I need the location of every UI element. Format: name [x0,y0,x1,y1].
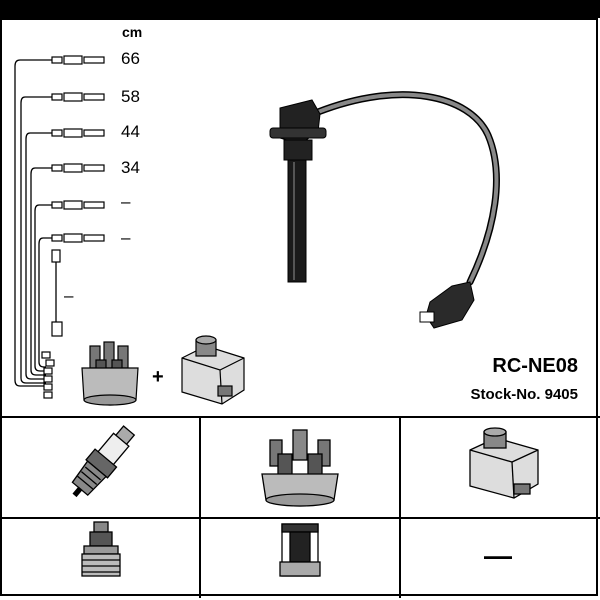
lead-length-2: 58 [121,87,140,106]
frame [0,18,598,596]
lead-terminals [41,55,105,399]
lead-length-1: 66 [121,49,140,68]
spark-plug-icon [71,425,136,498]
lead-length-4: 34 [121,158,140,177]
unit-label: cm [122,24,143,40]
lead-length-5: – [121,192,131,211]
lead-bundle-icon [14,59,57,387]
model-number: RC-NE08 [492,355,578,377]
ignition-coil-icon [469,427,539,499]
ignition-lead-icon [269,91,500,329]
plus-sign: + [152,366,164,388]
small-distributor-cap-icon [81,341,139,406]
lead-length-3: 44 [121,122,140,141]
plug-connector-icon [81,521,121,577]
small-ignition-coil-icon [181,335,245,405]
coil-connector-icon [279,523,321,577]
stock-number: Stock-No. 9405 [470,386,578,403]
distributor-cap-icon [261,429,339,507]
empty-cell-dash: — [484,540,512,571]
lead-length-7: – [64,286,74,305]
parts-table-grid [0,416,600,598]
lead-length-6: – [121,228,131,247]
